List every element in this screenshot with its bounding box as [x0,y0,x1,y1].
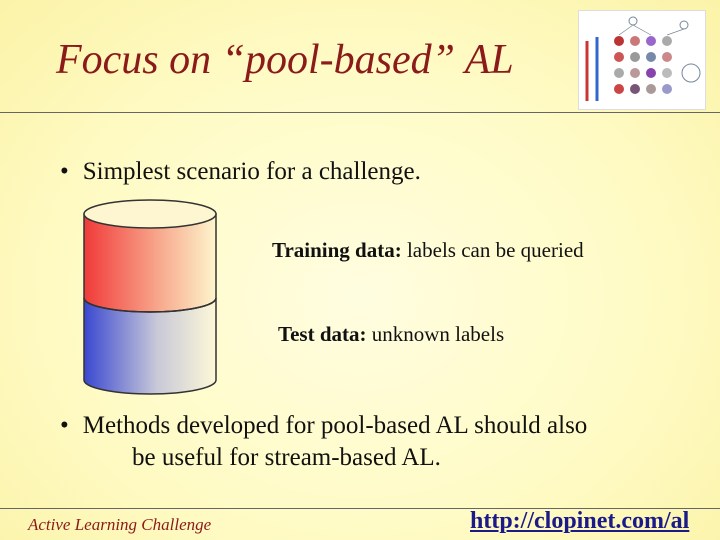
data-cylinder [83,199,217,395]
bullet-simplest-scenario: • Simplest scenario for a challenge. [60,158,421,186]
test-label-text: unknown labels [366,322,505,346]
footer-divider [0,508,720,509]
footer-link[interactable]: http://clopinet.com/al [470,508,690,534]
test-data-label: Test data: unknown labels [278,322,504,347]
bullet2-line1: Methods developed for pool-based AL shou… [82,412,588,439]
slide-title: Focus on “pool-based” AL [56,37,514,83]
bullet-methods: • Methods developed for pool-based AL sho… [60,410,700,474]
training-label-bold: Training data: [272,238,402,262]
test-label-bold: Test data: [278,322,367,346]
bullet-symbol: • [60,412,69,439]
title-divider [0,112,720,113]
bullet2-line2: be useful for stream-based AL. [132,444,441,471]
training-label-text: labels can be queried [401,238,584,262]
bullet-symbol: • [60,158,69,185]
bullet-text: Simplest scenario for a challenge. [82,158,421,185]
footer-title: Active Learning Challenge [28,515,212,534]
training-data-label: Training data: labels can be queried [272,238,584,263]
challenge-logo [578,10,706,110]
